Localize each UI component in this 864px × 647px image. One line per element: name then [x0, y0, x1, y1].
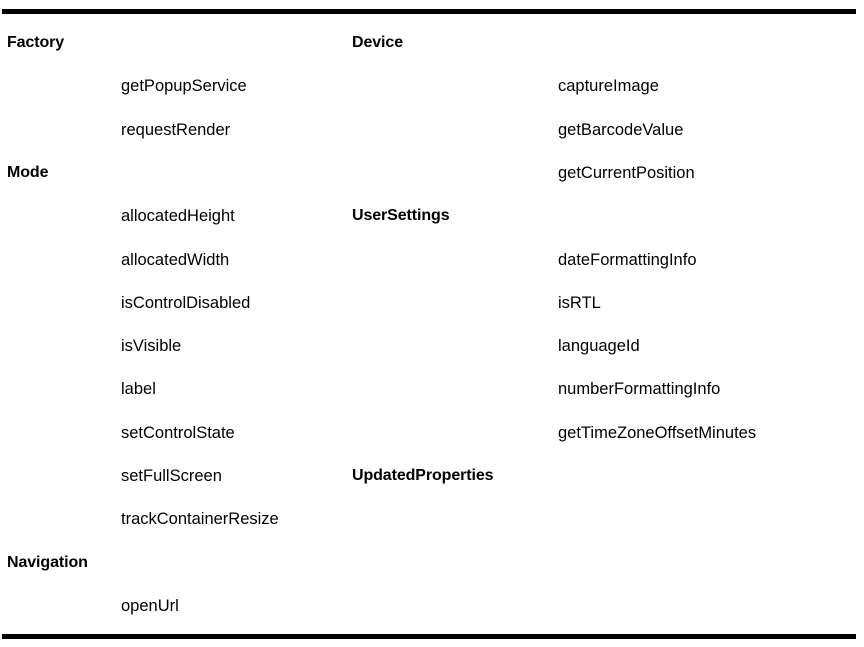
- api-member-get-popup-service: getPopupService: [121, 77, 247, 96]
- api-member-request-render: requestRender: [121, 120, 231, 139]
- api-member-open-url: openUrl: [121, 596, 179, 615]
- api-member-label: label: [121, 380, 156, 399]
- api-member-number-formatting-info: numberFormattingInfo: [558, 380, 721, 399]
- api-member-is-rtl: isRTL: [558, 293, 601, 312]
- api-member-set-full-screen: setFullScreen: [121, 467, 222, 485]
- section-header-usersettings: UserSettings: [352, 207, 450, 225]
- api-member-is-visible: isVisible: [121, 337, 182, 356]
- section-header-mode: Mode: [7, 163, 49, 181]
- api-member-capture-image: captureImage: [558, 77, 659, 96]
- api-member-get-time-zone-offset-minutes: getTimeZoneOffsetMinutes: [558, 423, 757, 442]
- api-member-allocated-height: allocatedHeight: [121, 207, 235, 226]
- api-member-date-formatting-info: dateFormattingInfo: [558, 250, 697, 269]
- api-member-set-control-state: setControlState: [121, 423, 235, 442]
- section-header-factory: Factory: [7, 34, 65, 51]
- api-member-allocated-width: allocatedWidth: [121, 250, 230, 269]
- table-top-rule: [2, 9, 856, 14]
- section-header-updatedproperties: UpdatedProperties: [352, 467, 494, 484]
- api-member-get-current-position: getCurrentPosition: [558, 163, 695, 182]
- api-member-is-control-disabled: isControlDisabled: [121, 293, 251, 312]
- section-header-navigation: Navigation: [7, 553, 88, 571]
- api-member-track-container-resize: trackContainerResize: [121, 510, 279, 529]
- api-member-language-id: languageId: [558, 337, 640, 356]
- section-header-device: Device: [352, 34, 403, 51]
- api-member-get-barcode-value: getBarcodeValue: [558, 120, 684, 139]
- table-bottom-rule: [2, 634, 856, 639]
